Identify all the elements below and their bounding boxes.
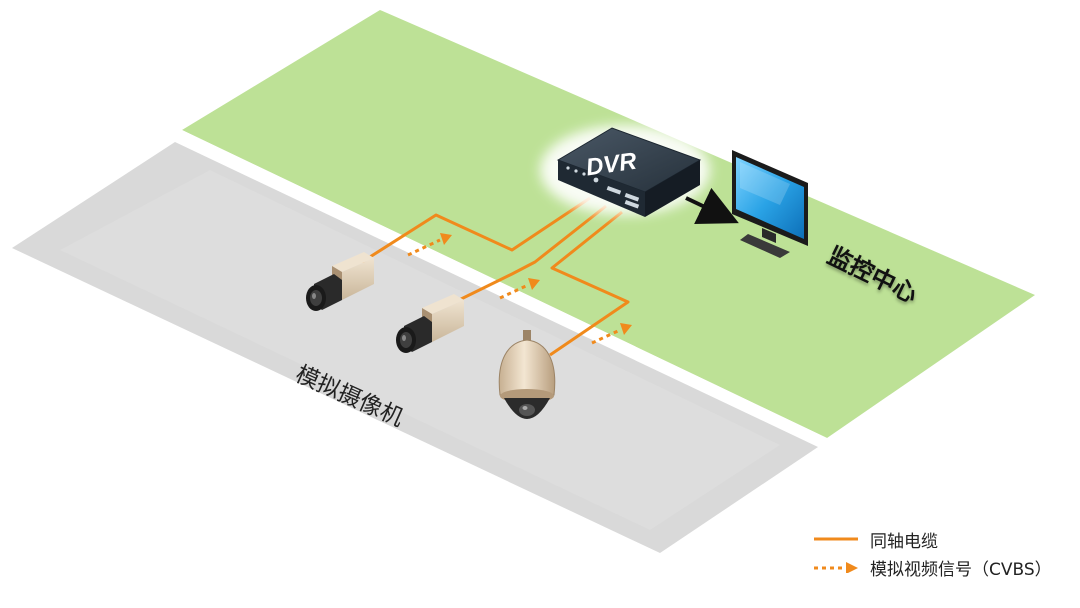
- legend: 同轴电缆 模拟视频信号（CVBS）: [812, 525, 1052, 581]
- dashed-arrow-icon: [814, 562, 858, 573]
- legend-item-cvbs: 模拟视频信号（CVBS）: [812, 553, 1052, 581]
- cvbs-arrowheads: [440, 233, 632, 335]
- coax-cables: [361, 196, 630, 357]
- dvr-to-monitor-arrow: [685, 187, 739, 225]
- solid-line-icon: [814, 537, 858, 541]
- legend-label: 模拟视频信号（CVBS）: [870, 559, 1052, 580]
- coax-cable-1: [361, 196, 591, 264]
- dome-camera-icon: [498, 330, 556, 419]
- box-camera-icon: [306, 252, 374, 311]
- legend-item-coax: 同轴电缆: [812, 525, 1052, 553]
- coax-cable-2: [454, 204, 607, 304]
- zone-divider: [175, 130, 827, 447]
- coax-cable-3: [549, 210, 630, 357]
- cvbs-signals: [407, 238, 621, 345]
- dvr-recorder-icon: DVR: [540, 125, 710, 217]
- legend-label: 同轴电缆: [870, 531, 938, 552]
- box-camera-icon: [396, 294, 464, 353]
- monitor-icon: [732, 150, 808, 258]
